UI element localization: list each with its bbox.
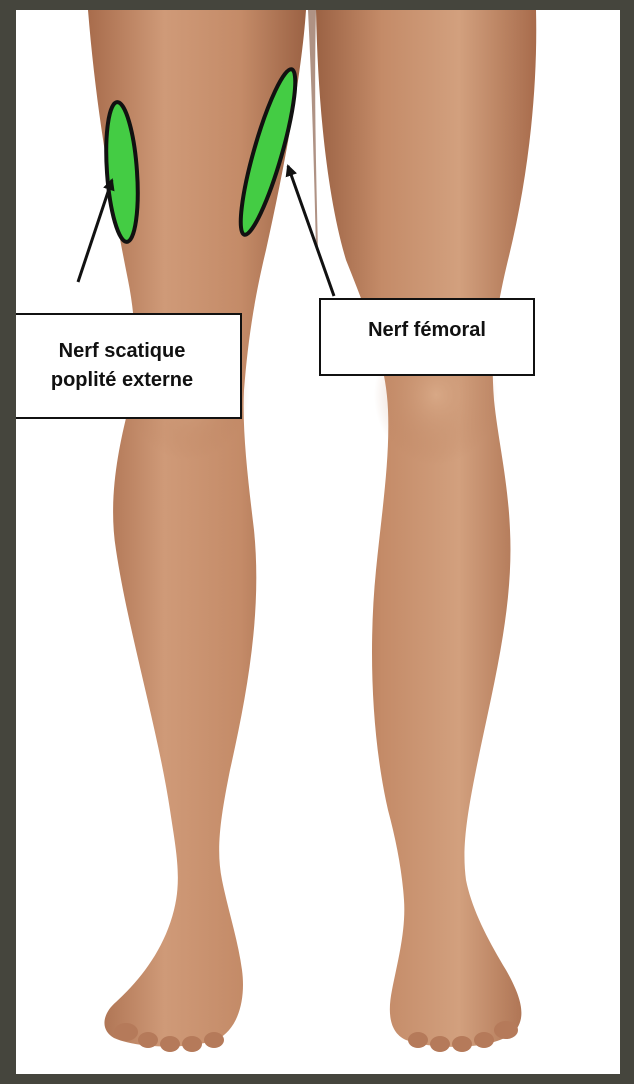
femoral-label-text: Nerf fémoral xyxy=(368,316,486,345)
sciatic-arrow xyxy=(78,180,112,282)
sciatic-nerve-label: Nerf scatique poplité externe xyxy=(16,313,242,419)
femoral-nerve-label: Nerf fémoral xyxy=(319,298,535,376)
inner-shadow xyxy=(308,10,318,250)
diagram-canvas: Nerf scatique poplité externe Nerf fémor… xyxy=(16,10,620,1074)
sciatic-label-line1: Nerf scatique xyxy=(51,337,193,366)
sciatic-label-line2: poplité externe xyxy=(51,366,193,395)
right-leg xyxy=(316,10,536,1047)
femoral-arrow xyxy=(288,166,334,296)
legs-illustration xyxy=(16,10,620,1074)
